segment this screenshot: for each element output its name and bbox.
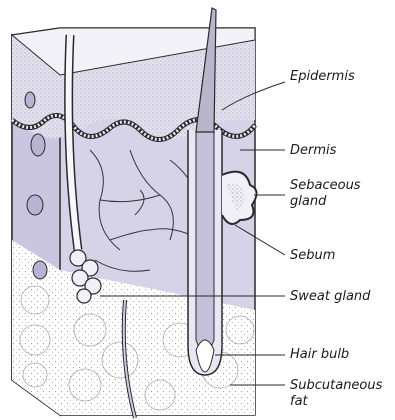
label-subcutaneous-line2: fat [290, 394, 309, 409]
label-sweat-gland: Sweat gland [290, 289, 371, 304]
label-sebaceous-line1: Sebaceous [290, 178, 361, 193]
label-dermis: Dermis [290, 143, 337, 158]
label-hair-bulb: Hair bulb [290, 347, 349, 362]
label-sebum: Sebum [290, 248, 335, 263]
label-sebaceous-line2: gland [290, 194, 327, 209]
label-epidermis: Epidermis [290, 69, 355, 84]
label-subcutaneous-line1: Subcutaneous [290, 378, 383, 393]
labels: Epidermis Dermis Sebaceous gland Sebum S… [290, 69, 383, 409]
